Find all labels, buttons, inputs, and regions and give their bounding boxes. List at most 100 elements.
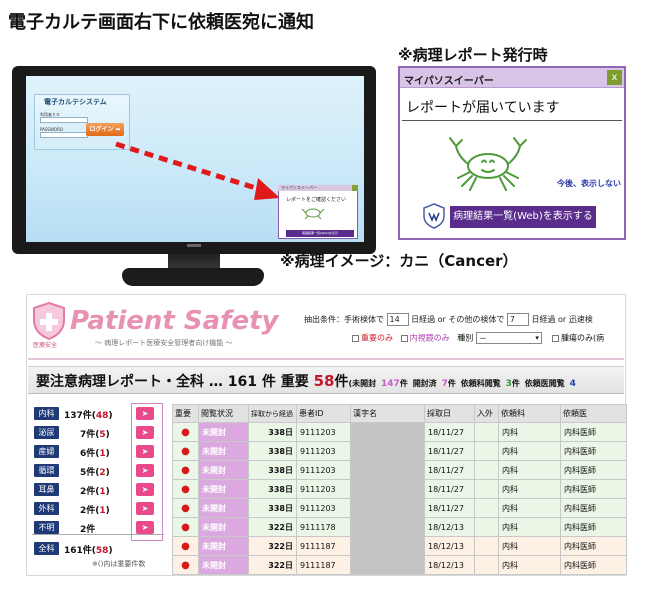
type-select[interactable]: －▾ — [475, 332, 542, 344]
send-icon[interactable]: ➤ — [136, 521, 154, 534]
surgery-days-input[interactable]: 14 — [386, 313, 409, 326]
total-count: 161件(58) — [64, 546, 113, 556]
popup-close-button[interactable]: x — [607, 70, 622, 85]
dept-count: 2件(1) — [80, 506, 110, 516]
important-dot: ● — [172, 422, 199, 442]
other-days-input[interactable]: 7 — [506, 313, 529, 326]
doctor-viewed-label: 依頼医閲覧 — [524, 379, 565, 388]
dept-badge[interactable]: 不明 — [34, 521, 59, 534]
dept-count: 137件(48) — [64, 411, 113, 421]
emr-login-button[interactable]: ログイン ➡ — [86, 123, 124, 136]
dept-badge[interactable]: 内科 — [34, 407, 59, 420]
elapsed-cell: 322日 — [248, 517, 297, 537]
dept-badge[interactable]: 循環 — [34, 464, 59, 477]
popup-dismiss-link[interactable]: 今後、表示しない — [557, 179, 621, 188]
date-cell: 18/11/27 — [424, 479, 475, 499]
mini-popup-titlebar — [278, 185, 358, 191]
name-cell-masked — [350, 498, 425, 518]
name-cell-masked — [350, 422, 425, 442]
mini-popup-close-button[interactable] — [352, 185, 358, 191]
patient-id-cell: 9111187 — [296, 555, 351, 575]
column-header[interactable]: 依頼医 — [560, 404, 627, 423]
summary-bar — [28, 366, 624, 394]
send-icon[interactable]: ➤ — [136, 502, 154, 515]
dept-badge[interactable]: 泌尿 — [34, 426, 59, 439]
endoscopy-only-checkbox[interactable] — [400, 334, 408, 342]
inout-cell — [474, 422, 499, 442]
important-dot: ● — [172, 479, 199, 499]
status-cell: 未開封 — [198, 536, 249, 556]
popup-divider — [402, 120, 622, 121]
doctor-cell: 内科医師 — [560, 517, 627, 537]
column-header[interactable]: 依頼科 — [498, 404, 561, 423]
patient-id-cell: 9111187 — [296, 536, 351, 556]
send-icon[interactable]: ➤ — [136, 464, 154, 477]
send-icon[interactable]: ➤ — [136, 483, 154, 496]
column-header[interactable]: 採取日 — [424, 404, 475, 423]
summary-label: 要注意病理レポート・全科 … 161 件 — [36, 374, 276, 390]
send-icon[interactable]: ➤ — [136, 407, 154, 420]
popup-results-button[interactable]: 病理結果一覧(Web)を表示する — [450, 206, 596, 228]
opened-count: 7 — [441, 379, 448, 389]
dept-badge[interactable]: 耳鼻 — [34, 483, 59, 496]
mini-popup-title: マイパソスイーパー — [281, 185, 317, 190]
dept-badge[interactable]: 産婦 — [34, 445, 59, 458]
filter-prefix: 抽出条件：手術検体で — [304, 315, 384, 324]
send-icon[interactable]: ➤ — [136, 445, 154, 458]
notification-arrow — [115, 141, 280, 200]
patient-id-cell: 9111203 — [296, 422, 351, 442]
elapsed-cell: 322日 — [248, 536, 297, 556]
column-header[interactable]: 入外 — [474, 404, 499, 423]
dept-cell: 内科 — [498, 536, 561, 556]
emr-password-field[interactable] — [40, 132, 88, 138]
type-label: 種別 — [457, 333, 474, 343]
inout-cell — [474, 498, 499, 518]
legend-note: ※()内は重要件数 — [92, 560, 146, 568]
important-count: 58 — [313, 372, 335, 390]
crab-icon — [449, 137, 527, 191]
status-cell: 未開封 — [198, 479, 249, 499]
doctor-cell: 内科医師 — [560, 555, 627, 575]
column-header[interactable]: 漢字名 — [350, 404, 425, 423]
dept-cell: 内科 — [498, 441, 561, 461]
important-label: 重要 — [280, 374, 309, 390]
important-dot: ● — [172, 498, 199, 518]
name-cell-masked — [350, 517, 425, 537]
elapsed-cell: 338日 — [248, 460, 297, 480]
type-select-value: － — [478, 334, 487, 343]
send-icon[interactable]: ➤ — [136, 426, 154, 439]
dept-badge-all[interactable]: 全科 — [34, 542, 59, 555]
mini-popup-results-button[interactable]: 病理結果一覧(Web)を表示 — [286, 230, 354, 237]
popup-title: マイパソスイーパー — [404, 76, 494, 87]
column-header[interactable]: 重要 — [172, 404, 199, 423]
inout-cell — [474, 536, 499, 556]
patient-id-cell: 9111203 — [296, 441, 351, 461]
column-header[interactable]: 採取から経過 — [248, 404, 297, 423]
tumor-only-checkbox[interactable] — [552, 334, 559, 342]
date-cell: 18/12/13 — [424, 536, 475, 556]
status-cell: 未開封 — [198, 517, 249, 537]
doctor-cell: 内科医師 — [560, 441, 627, 461]
doctor-cell: 内科医師 — [560, 422, 627, 442]
unopened-count: 147 — [381, 379, 400, 389]
emr-id-field[interactable] — [40, 117, 88, 123]
dept-badge[interactable]: 外科 — [34, 502, 59, 515]
column-header[interactable]: 閲覧状況 — [198, 404, 249, 423]
unopened-unit: 件 — [399, 379, 408, 388]
inout-cell — [474, 555, 499, 575]
name-cell-masked — [350, 536, 425, 556]
important-only-checkbox[interactable] — [352, 334, 359, 342]
important-dot: ● — [172, 460, 199, 480]
column-header[interactable]: 患者ID — [296, 404, 351, 423]
elapsed-cell: 338日 — [248, 422, 297, 442]
name-cell-masked — [350, 441, 425, 461]
chevron-down-icon: ▾ — [535, 334, 539, 342]
